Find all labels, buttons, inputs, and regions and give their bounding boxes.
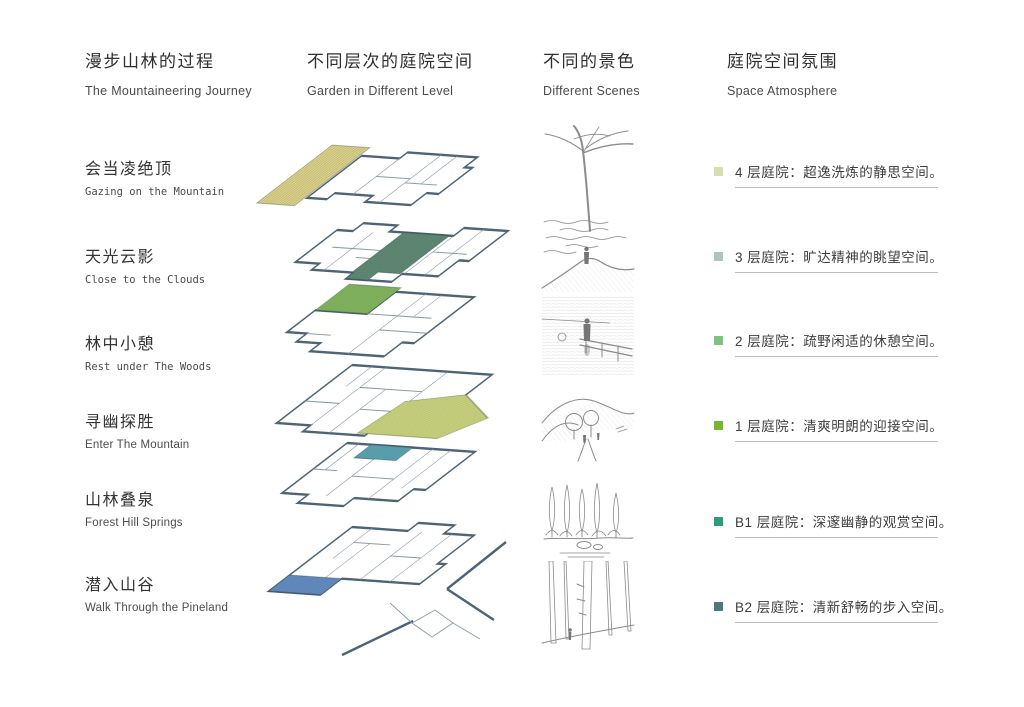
color-swatch-1f: [714, 420, 723, 430]
garden-patch-1f-hatch: [357, 394, 489, 439]
journey-step-clouds: 天光云影 Close to the Clouds: [85, 243, 205, 286]
legend-label-b1: B1 层庭院：深邃幽静的观赏空间。: [735, 515, 953, 530]
plan-rooms-2f: [306, 293, 443, 354]
legend-item-b2: B2 层庭院：清新舒畅的步入空间。: [714, 596, 952, 623]
journey-step-woods: 林中小憩 Rest under The Woods: [85, 330, 211, 373]
b2-path-thin: [389, 602, 481, 640]
floorplan-3f: [292, 221, 511, 284]
journey-step-enter: 寻幽探胜 Enter The Mountain: [85, 408, 189, 451]
journey-step-pineland: 潜入山谷 Walk Through the Pineland: [85, 571, 228, 614]
garden-patch-2f-hatch: [315, 284, 402, 314]
step-zh: 会当凌绝顶: [85, 161, 173, 178]
color-swatch-b1: [714, 516, 723, 526]
garden-patch-b2-hatch: [268, 575, 342, 595]
floorplan-stack: [255, 144, 511, 657]
header-atmosphere: 庭院空间氛围 Space Atmosphere: [727, 47, 838, 98]
plan-rooms-1f: [304, 366, 449, 434]
legend-item-b1: B1 层庭院：深邃幽静的观赏空间。: [714, 511, 952, 538]
step-en: Forest Hill Springs: [85, 517, 183, 529]
legend-item-4f: 4 层庭院：超逸洗炼的静思空间。: [714, 161, 944, 188]
scene-sketch-forest-springs: [543, 482, 634, 558]
legend-item-1f: 1 层庭院：清爽明朗的迎接空间。: [714, 415, 944, 442]
color-swatch-3f: [714, 251, 723, 261]
scene-sketch-figure-at-railing: [541, 295, 634, 375]
floorplan-b2: [266, 521, 477, 596]
step-zh: 潜入山谷: [85, 577, 156, 594]
legend-underline: [735, 537, 938, 538]
journey-step-springs: 山林叠泉 Forest Hill Springs: [85, 486, 183, 529]
header-atmosphere-en: Space Atmosphere: [727, 84, 838, 98]
header-journey-zh: 漫步山林的过程: [85, 52, 215, 71]
garden-patch-4f-hatch: [256, 145, 370, 206]
floorplan-2f: [284, 283, 477, 358]
scene-sketch-branches-overhead: [544, 125, 634, 232]
garden-patch-b1-hatch: [354, 444, 413, 461]
header-garden-en: Garden in Different Level: [307, 84, 454, 98]
b2-path-walls: [341, 541, 507, 657]
legend-item-2f: 2 层庭院：疏野闲适的休憩空间。: [714, 330, 944, 357]
header-atmosphere-zh: 庭院空间氛围: [727, 52, 838, 71]
header-garden-zh: 不同层次的庭院空间: [307, 52, 474, 71]
garden-patch-3f-hatch: [345, 232, 450, 281]
header-garden: 不同层次的庭院空间 Garden in Different Level: [307, 47, 474, 98]
legend-label-4f: 4 层庭院：超逸洗炼的静思空间。: [735, 165, 944, 180]
step-en: Close to the Clouds: [85, 274, 206, 286]
legend-label-1f: 1 层庭院：清爽明朗的迎接空间。: [735, 419, 944, 434]
b2-path-diamond: [411, 609, 454, 638]
plan-rooms-b2: [280, 528, 453, 592]
step-en: Enter The Mountain: [85, 439, 190, 451]
header-scenes-en: Different Scenes: [543, 84, 640, 98]
color-swatch-2f: [714, 335, 723, 345]
plan-walls-b1: [279, 441, 478, 508]
header-journey-en: The Mountaineering Journey: [85, 84, 252, 98]
legend-item-3f: 3 层庭院：旷达精神的眺望空间。: [714, 246, 944, 273]
legend-label-3f: 3 层庭院：旷达精神的眺望空间。: [735, 250, 944, 265]
step-zh: 林中小憩: [85, 336, 156, 353]
scene-sketch-pine-trunks: [541, 561, 635, 650]
legend-underline: [735, 441, 938, 442]
floorplan-b1: [279, 441, 478, 508]
plan-rooms-b1: [312, 443, 452, 500]
legend-underline: [735, 272, 938, 273]
legend-label-2f: 2 层庭院：疏野闲适的休憩空间。: [735, 334, 944, 349]
plan-walls-1f: [274, 363, 495, 437]
floorplan-4f: [255, 144, 480, 207]
header-scenes-zh: 不同的景色: [543, 52, 636, 71]
scene-sketch-path-into-valley: [541, 398, 635, 462]
plan-rooms-4f: [352, 154, 458, 203]
step-en: Gazing on the Mountain: [85, 186, 225, 198]
journey-step-gazing: 会当凌绝顶 Gazing on the Mountain: [85, 155, 224, 198]
plan-walls-4f: [304, 151, 480, 207]
header-scenes: 不同的景色 Different Scenes: [543, 47, 640, 98]
legend-underline: [735, 622, 938, 623]
header-journey: 漫步山林的过程 The Mountaineering Journey: [85, 47, 252, 98]
floorplan-1f: [274, 363, 495, 440]
step-en: Rest under The Woods: [85, 361, 212, 373]
legend-underline: [735, 356, 938, 357]
color-swatch-b2: [714, 601, 723, 611]
step-zh: 天光云影: [85, 249, 156, 266]
color-swatch-4f: [714, 166, 723, 176]
scene-sketch-figure-above-clouds: [541, 220, 635, 292]
legend-underline: [735, 187, 938, 188]
plan-rooms-3f: [323, 229, 485, 276]
step-zh: 寻幽探胜: [85, 414, 156, 431]
step-zh: 山林叠泉: [85, 492, 156, 509]
legend-label-b2: B2 层庭院：清新舒畅的步入空间。: [735, 600, 953, 615]
step-en: Walk Through the Pineland: [85, 602, 229, 614]
floorplan-b2-extensions: [341, 541, 507, 657]
